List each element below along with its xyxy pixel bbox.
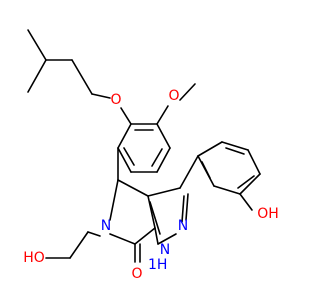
ether-oxygen-label: O [110,92,121,108]
ether-bond [120,107,132,125]
pyrazole-ring [147,187,189,245]
pyrazole-nh-label: N [160,242,170,258]
methoxy-group [156,83,196,125]
molecule-canvas: O O OH N N N 1H O HO [23,29,279,282]
carbonyl-oxygen-label: O [131,266,142,282]
hydroxypropyl-oxygen-label: HO [23,250,45,266]
phenol-oxygen-label: OH [257,206,279,222]
hydroxyphenyl-ring [179,141,261,211]
methoxy-oxygen-label: O [168,88,179,104]
methoxyphenyl-ring [117,123,171,173]
pyrrolone-ring [109,179,156,245]
isopentyl-chain [27,29,111,99]
lactam-nitrogen-label: N [101,218,111,234]
nh-hydrogen-label: 1H [148,257,167,273]
hydroxypropyl-chain [45,231,101,259]
carbonyl-bond [134,243,141,263]
structure-diagram: O O OH N N N 1H O HO [23,29,279,282]
pyrazole-nitrogen-label: N [178,218,188,234]
